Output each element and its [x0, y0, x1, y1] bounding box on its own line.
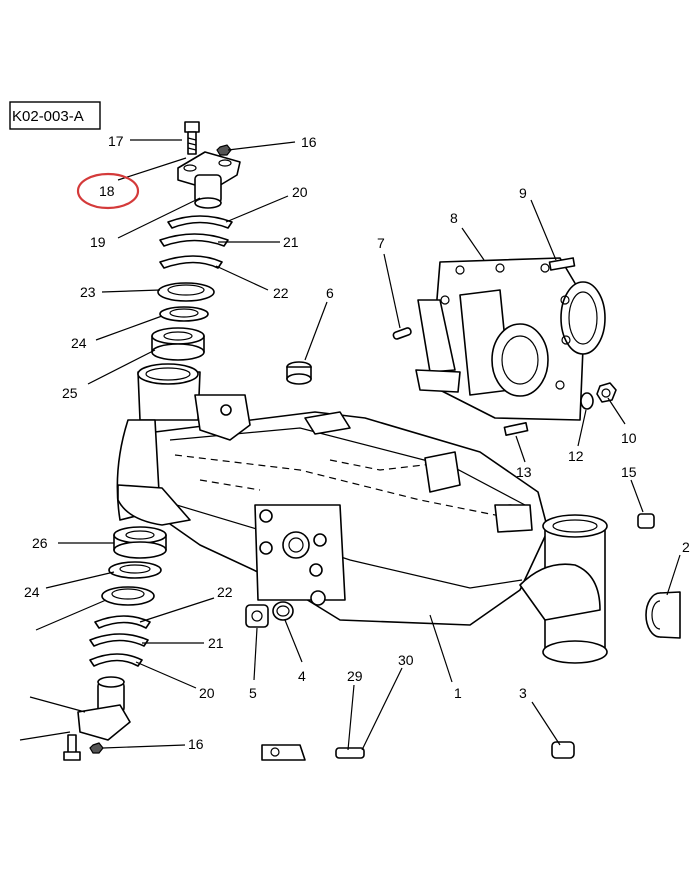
label-13: 13 — [516, 464, 532, 480]
carrier-housing-8 — [415, 257, 606, 421]
label-24-bottom: 24 — [24, 584, 40, 600]
label-17: 17 — [108, 133, 124, 149]
nut-16-lower — [89, 742, 104, 754]
bearing-26 — [113, 526, 167, 559]
label-5: 5 — [249, 685, 257, 701]
highlight-circle — [76, 172, 140, 210]
label-20-bottom: 20 — [199, 685, 215, 701]
label-3: 3 — [519, 685, 527, 701]
axle-housing-1 — [116, 363, 608, 664]
label-22-bottom: 22 — [217, 584, 233, 600]
kingpin-cap-lower — [77, 676, 131, 741]
label-21-bottom: 21 — [208, 635, 224, 651]
parts-29-30 — [261, 744, 365, 761]
label-8: 8 — [450, 210, 458, 226]
label-1: 1 — [454, 685, 462, 701]
label-18: 18 — [99, 183, 115, 199]
seal-ring-23 — [157, 282, 215, 302]
label-21-top: 21 — [283, 234, 299, 250]
label-16-top: 16 — [301, 134, 317, 150]
label-20-top: 20 — [292, 184, 308, 200]
leader-lines — [19, 139, 681, 751]
diagram-code: K02-003-A — [12, 108, 84, 125]
label-22-top: 22 — [273, 285, 289, 301]
washer-24-top — [159, 306, 209, 322]
label-19: 19 — [90, 234, 106, 250]
plug-3 — [551, 741, 575, 759]
stud-13 — [503, 422, 529, 436]
shims-bottom — [89, 615, 151, 667]
washer-12 — [580, 392, 594, 410]
washer-24-bottom — [108, 561, 162, 579]
nut-16-top — [216, 144, 232, 156]
nut-10 — [596, 382, 617, 403]
bearing-25 — [151, 327, 205, 361]
diagram-code-box: K02-003-A — [9, 101, 101, 130]
lower-kingpin-assembly — [63, 526, 167, 761]
label-29: 29 — [347, 668, 363, 684]
bolt-17 — [184, 121, 200, 155]
label-7: 7 — [377, 235, 385, 251]
plug-6 — [286, 361, 312, 385]
plug-15 — [637, 513, 655, 529]
shims-top — [159, 215, 233, 269]
plug-5 — [245, 604, 269, 628]
upper-kingpin-assembly — [151, 121, 241, 361]
label-12: 12 — [568, 448, 584, 464]
kingpin-cap-19 — [177, 151, 241, 209]
seal-2 — [645, 591, 681, 639]
label-4: 4 — [298, 668, 306, 684]
callout-labels: 17 16 18 19 20 21 22 23 24 25 6 7 8 9 10… — [24, 133, 690, 752]
label-9: 9 — [519, 185, 527, 201]
label-23: 23 — [80, 284, 96, 300]
label-15: 15 — [621, 464, 637, 480]
bolt-lower — [63, 734, 81, 761]
label-6: 6 — [326, 285, 334, 301]
o-ring-4 — [272, 601, 294, 621]
label-30: 30 — [398, 652, 414, 668]
label-24-top: 24 — [71, 335, 87, 351]
label-16-bottom: 16 — [188, 736, 204, 752]
pin-7 — [392, 327, 412, 340]
seal-ring-lower — [101, 586, 155, 606]
label-25: 25 — [62, 385, 78, 401]
label-10: 10 — [621, 430, 637, 446]
stud-9 — [548, 257, 576, 271]
label-2: 2 — [682, 539, 690, 555]
label-26: 26 — [32, 535, 48, 551]
